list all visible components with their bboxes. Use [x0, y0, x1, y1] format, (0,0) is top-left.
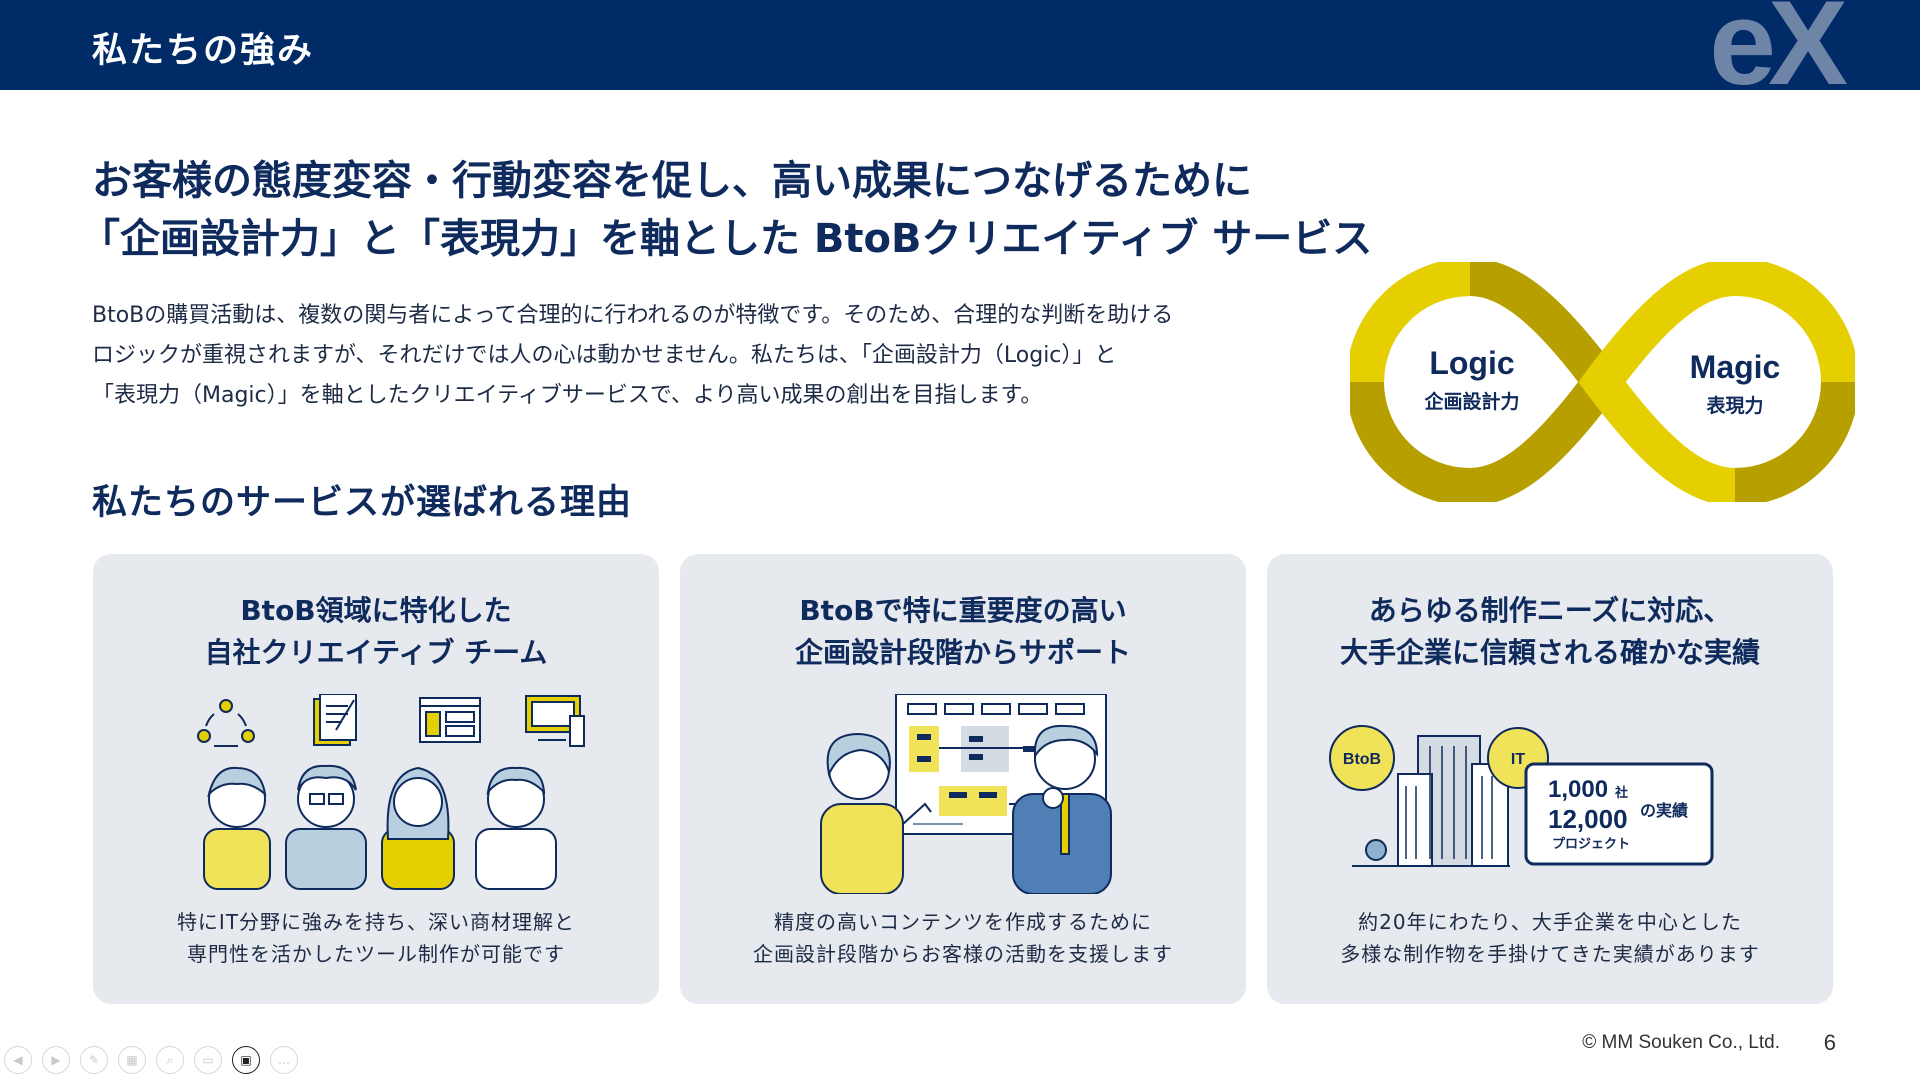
intro-line-1: BtoBの購買活動は、複数の関与者によって合理的に行われるのが特徴です。そのため…	[92, 303, 1174, 328]
stat-suffix: の実績	[1640, 801, 1688, 820]
team-network-icon	[197, 699, 255, 747]
reason-card-2: BtoBで特に重要度の高い 企画設計段階からサポート	[680, 554, 1246, 1004]
pen-icon[interactable]: ✎	[80, 1046, 108, 1074]
woman-presenter	[820, 732, 932, 894]
card-title: BtoB領域に特化した 自社クリエイティブ チーム	[93, 590, 659, 674]
page-number: 6	[1823, 1030, 1836, 1055]
brand-logo: eX	[1709, 0, 1848, 90]
next-icon[interactable]: ▶	[42, 1046, 70, 1074]
infinity-magic-sub: 表現力	[1706, 394, 1763, 417]
section-title: 私たちのサービスが選ばれる理由	[92, 483, 633, 523]
person-2-illustration	[285, 764, 367, 890]
card-description: 精度の高いコンテンツを作成するために 企画設計段階からお客様の活動を支援します	[680, 906, 1246, 970]
card-title-line-2: 大手企業に信頼される確かな実績	[1339, 636, 1760, 669]
infinity-logic-sub: 企画設計力	[1423, 390, 1519, 413]
card-desc-line-1: 約20年にわたり、大手企業を中心とした	[1358, 910, 1742, 934]
card-desc-line-2: 多様な制作物を手掛けてきた実績があります	[1340, 942, 1760, 966]
it-badge-label: IT	[1511, 751, 1525, 768]
person-4-illustration	[475, 766, 557, 890]
card-desc-line-2: 企画設計段階からお客様の活動を支援します	[753, 942, 1173, 966]
document-pen-icon	[313, 694, 357, 746]
card-desc-line-1: 精度の高いコンテンツを作成するために	[774, 910, 1152, 934]
team-illustration	[197, 694, 585, 890]
card-description: 特にIT分野に強みを持ち、深い商材理解と 専門性を活かしたツール制作が可能です	[93, 906, 659, 970]
slides-icon[interactable]: ▦	[118, 1046, 146, 1074]
more-icon[interactable]: …	[270, 1046, 298, 1074]
card-description: 約20年にわたり、大手企業を中心とした 多様な制作物を手掛けてきた実績があります	[1267, 906, 1833, 970]
btob-badge-label: BtoB	[1343, 751, 1381, 768]
page-title: 私たちの強み	[92, 31, 315, 71]
card-title-line-1: あらゆる制作ニーズに対応、	[1368, 594, 1732, 627]
infinity-logic-title: Logic	[1429, 345, 1514, 381]
card-title: あらゆる制作ニーズに対応、 大手企業に信頼される確かな実績	[1267, 590, 1833, 674]
planning-illustration	[820, 694, 1112, 894]
card-title-line-2: 自社クリエイティブ チーム	[204, 636, 548, 669]
office-buildings	[1352, 735, 1510, 867]
stat-companies-value: 1,000	[1548, 776, 1608, 803]
subtitle-icon[interactable]: ▭	[194, 1046, 222, 1074]
card-desc-line-2: 専門性を活かしたツール制作が可能です	[187, 942, 565, 966]
infinity-diagram: Logic 企画設計力 Magic 表現力	[1350, 262, 1855, 502]
card-title-line-1: BtoBで特に重要度の高い	[799, 594, 1127, 627]
btob-badge	[1329, 725, 1395, 791]
headline-line-1: お客様の態度変容・行動変容を促し、高い成果につなげるために	[92, 158, 1252, 204]
card-title-line-1: BtoB領域に特化した	[240, 594, 512, 627]
copyright: © MM Souken Co., Ltd.	[1582, 1032, 1780, 1053]
infinity-magic-title: Magic	[1690, 349, 1781, 385]
stat-projects-value: 12,000	[1548, 804, 1628, 834]
devices-icon	[525, 695, 585, 747]
stats-box	[1524, 762, 1714, 866]
intro-line-2: ロジックが重視されますが、それだけでは人の心は動かせません。私たちは、「企画設計…	[92, 343, 1117, 368]
reason-card-1: BtoB領域に特化した 自社クリエイティブ チーム	[93, 554, 659, 1004]
intro-line-3: 「表現力（Magic）」を軸としたクリエイティブサービスで、より高い成果の創出を…	[92, 383, 1043, 408]
man-thinking	[1012, 724, 1112, 894]
track-record-illustration: BtoB IT 1,000 社 12,000 プロジェクト の実績	[1329, 725, 1714, 867]
camera-icon[interactable]: ▣	[232, 1046, 260, 1074]
zoom-icon[interactable]: ⌕	[156, 1046, 184, 1074]
card-title-line-2: 企画設計段階からサポート	[794, 636, 1131, 669]
stat-companies-unit: 社	[1614, 785, 1628, 801]
card-desc-line-1: 特にIT分野に強みを持ち、深い商材理解と	[176, 910, 576, 934]
prev-icon[interactable]: ◀	[4, 1046, 32, 1074]
headline: お客様の態度変容・行動変容を促し、高い成果につなげるために 「企画設計力」と「表…	[80, 152, 1372, 268]
reason-card-3: あらゆる制作ニーズに対応、 大手企業に信頼される確かな実績 BtoB IT 1,…	[1267, 554, 1833, 1004]
stat-projects-unit: プロジェクト	[1552, 837, 1630, 852]
person-1-illustration	[203, 766, 271, 890]
header-bar: 私たちの強み eX	[0, 0, 1920, 90]
person-3-illustration	[381, 766, 455, 890]
card-title: BtoBで特に重要度の高い 企画設計段階からサポート	[680, 590, 1246, 674]
browser-window-icon	[419, 697, 481, 743]
slideshow-toolbar: ◀ ▶ ✎ ▦ ⌕ ▭ ▣ …	[4, 1046, 298, 1074]
headline-line-2: 「企画設計力」と「表現力」を軸とした BtoBクリエイティブ サービス	[80, 216, 1373, 262]
intro-paragraph: BtoBの購買活動は、複数の関与者によって合理的に行われるのが特徴です。そのため…	[92, 296, 1342, 416]
